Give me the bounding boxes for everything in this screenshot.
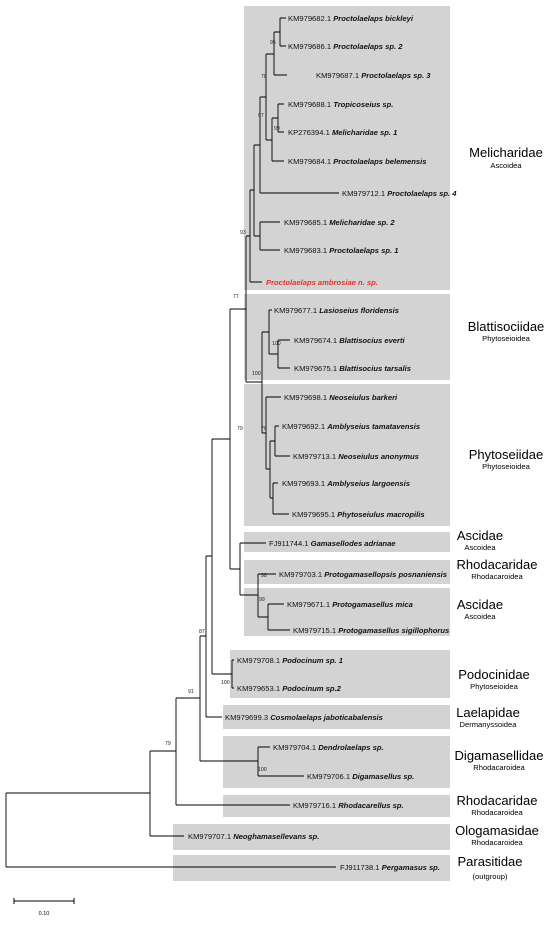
support-value: 79 xyxy=(165,741,171,747)
tip-label: KM979688.1 Tropicoseius sp. xyxy=(288,100,393,109)
support-value: 100 xyxy=(258,767,267,773)
ologamasidae-box xyxy=(173,824,450,850)
rhodacaridae-box-1 xyxy=(244,560,450,584)
tip-label: FJ911744.1 Gamasellodes adrianae xyxy=(269,539,396,548)
support-value: 87 xyxy=(199,629,205,635)
family-name: Ologamasidae xyxy=(455,823,539,838)
family-name: Podocinidae xyxy=(458,667,530,682)
superfamily-name: Rhodacaroidea xyxy=(473,763,525,772)
family-name: Rhodacaridae xyxy=(457,793,538,808)
support-value: 78 xyxy=(261,74,267,80)
tip-label: KM979706.1 Digamasellus sp. xyxy=(307,772,414,781)
tip-label: KM979693.1 Amblyseius largoensis xyxy=(282,479,410,488)
tip-label: KM979698.1 Neoseiulus barkeri xyxy=(284,393,398,402)
rhodacaridae-box-2 xyxy=(223,795,450,817)
support-value: 77 xyxy=(233,294,239,300)
support-value: 91 xyxy=(188,689,194,695)
support-value: 100 xyxy=(252,371,261,377)
tip-label: KM979712.1 Proctolaelaps sp. 4 xyxy=(342,189,457,198)
superfamily-name: Ascoidea xyxy=(464,543,496,552)
tip-label: KM979692.1 Amblyseius tamatavensis xyxy=(282,422,420,431)
tip-label: KM979707.1 Neoghamasellevans sp. xyxy=(188,832,319,841)
tip-label: KM979653.1 Podocinum sp.2 xyxy=(237,684,342,693)
branches xyxy=(5,17,339,868)
superfamily-name: (outgroup) xyxy=(472,872,508,881)
family-name: Ascidae xyxy=(457,597,503,612)
tip-label: KM979684.1 Proctolaelaps belemensis xyxy=(288,157,426,166)
tip-label-new-species: Proctolaelaps ambrosiae n. sp. xyxy=(266,278,378,287)
tip-label: KM979671.1 Protogamasellus mica xyxy=(287,600,413,609)
tip-label: KM979699.3 Cosmolaelaps jaboticabalensis xyxy=(225,713,383,722)
tip-label: KM979716.1 Rhodacarellus sp. xyxy=(293,801,404,810)
tip-label: KM979703.1 Protogamasellopsis posnaniens… xyxy=(279,570,447,579)
ascidae-box-1 xyxy=(244,532,450,552)
support-value: 99 xyxy=(259,597,265,603)
support-value: 93 xyxy=(240,230,246,236)
tip-label: KM979683.1 Proctolaelaps sp. 1 xyxy=(284,246,398,255)
family-name: Phytoseiidae xyxy=(469,447,543,462)
family-name: Parasitidae xyxy=(457,854,522,869)
tip-label: KM979695.1 Phytoseiulus macropilis xyxy=(292,510,425,519)
tip-label: KM979675.1 Blattisocius tarsalis xyxy=(294,364,411,373)
superfamily-name: Ascoidea xyxy=(490,161,522,170)
tip-label: KM979708.1 Podocinum sp. 1 xyxy=(237,656,343,665)
support-value: 95 xyxy=(270,40,276,46)
support-values: 95 78 97 99 93 77 100 100 76 79 98 99 87… xyxy=(165,40,281,773)
family-name: Ascidae xyxy=(457,528,503,543)
tip-label: KM979686.1 Proctolaelaps sp. 2 xyxy=(288,42,403,51)
family-name: Rhodacaridae xyxy=(457,557,538,572)
support-value: 100 xyxy=(221,680,230,686)
superfamily-name: Ascoidea xyxy=(464,612,496,621)
tip-label: KM979674.1 Blattisocius everti xyxy=(294,336,406,345)
digamasellidae-box xyxy=(223,736,450,788)
tip-label: KM979685.1 Melicharidae sp. 2 xyxy=(284,218,395,227)
tip-labels: KM979682.1 Proctolaelaps bickleyi KM9796… xyxy=(188,14,457,872)
support-value: 76 xyxy=(261,426,267,432)
podocinidae-box xyxy=(230,650,450,698)
melicharidae-box xyxy=(244,6,450,290)
clade-boxes xyxy=(173,6,450,881)
ascidae-box-2 xyxy=(244,588,450,636)
family-name: Melicharidae xyxy=(469,145,543,160)
superfamily-name: Phytoseioidea xyxy=(482,334,530,343)
phytoseiidae-box xyxy=(244,384,450,526)
tip-label: FJ911738.1 Pergamasus sp. xyxy=(340,863,440,872)
superfamily-name: Rhodacaroidea xyxy=(471,572,523,581)
support-value: 99 xyxy=(274,126,280,132)
family-name: Blattisociidae xyxy=(468,319,545,334)
tip-label: KM979713.1 Neoseiulus anonymus xyxy=(293,452,419,461)
tip-label: KM979682.1 Proctolaelaps bickleyi xyxy=(288,14,414,23)
tip-label: KM979687.1 Proctolaelaps sp. 3 xyxy=(316,71,431,80)
support-value: 100 xyxy=(272,341,281,347)
family-labels: Melicharidae Ascoidea Blattisociidae Phy… xyxy=(455,145,545,881)
support-value: 79 xyxy=(237,426,243,432)
parasitidae-box xyxy=(173,855,450,881)
scale-label: 0.10 xyxy=(39,911,50,917)
superfamily-name: Rhodacaroidea xyxy=(471,838,523,847)
tip-label: KM979715.1 Protogamasellus sigillophorus xyxy=(293,626,449,635)
superfamily-name: Dermanyssoidea xyxy=(460,720,518,729)
laelapidae-box xyxy=(223,705,450,729)
support-value: 98 xyxy=(261,573,267,579)
tip-label: KM979704.1 Dendrolaelaps sp. xyxy=(273,743,384,752)
family-name: Digamasellidae xyxy=(455,748,544,763)
superfamily-name: Phytoseioidea xyxy=(482,462,530,471)
scale-bar: 0.10 xyxy=(13,898,75,917)
superfamily-name: Phytoseioidea xyxy=(470,682,518,691)
support-value: 97 xyxy=(258,113,264,119)
superfamily-name: Rhodacaroidea xyxy=(471,808,523,817)
tip-label: KP276394.1 Melicharidae sp. 1 xyxy=(288,128,397,137)
tip-label: KM979677.1 Lasioseius floridensis xyxy=(274,306,399,315)
family-name: Laelapidae xyxy=(456,705,520,720)
